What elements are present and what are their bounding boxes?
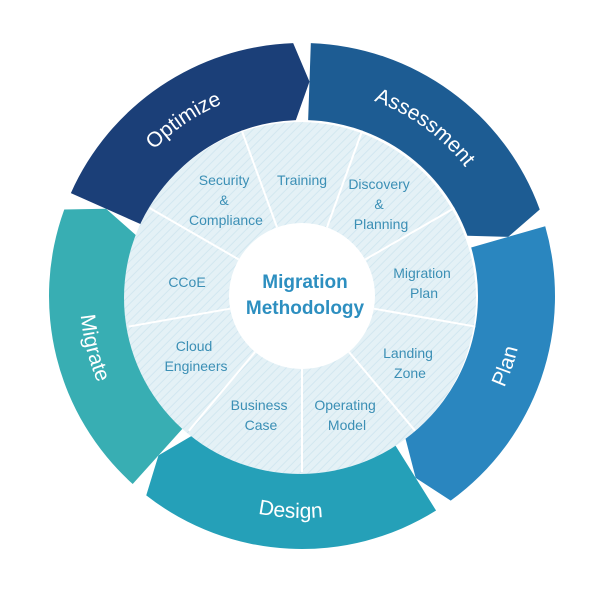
activity-dividers (128, 130, 476, 472)
activity-divider (128, 307, 231, 328)
phase-segment-migrate (49, 208, 185, 485)
activity-ccoe: CCoE (168, 274, 205, 290)
activity-divider (326, 130, 364, 228)
activity-landing-zone: Landing Zone (383, 345, 437, 381)
phase-segment-plan (405, 226, 556, 501)
activity-labels: Training Discovery & Planning Migration … (164, 172, 454, 433)
phase-segment-optimize (70, 43, 310, 225)
activity-migration-plan: Migration Plan (393, 265, 454, 301)
activity-business-case: Business Case (231, 397, 292, 433)
activity-divider (240, 130, 278, 228)
activity-training: Training (277, 172, 327, 188)
activity-divider (348, 351, 416, 432)
activity-divider (373, 307, 476, 328)
center-circle (229, 223, 375, 369)
phase-ring (49, 43, 556, 550)
activity-cloud-engineers: Cloud Engineers (164, 338, 227, 374)
phase-segment-assessment (308, 43, 540, 237)
activity-discovery-planning: Discovery & Planning (348, 176, 413, 232)
activity-security-compliance: Security & Compliance (189, 172, 263, 228)
phase-label-design: Design (257, 496, 323, 523)
phase-segment-design (146, 434, 437, 550)
activity-divider (188, 351, 256, 432)
activity-divider (364, 207, 455, 261)
center-title-line1: Migration (262, 272, 348, 293)
activity-operating-model: Operating Model (314, 397, 379, 433)
center-title-line2: Methodology (246, 298, 365, 319)
activity-divider (149, 207, 240, 261)
